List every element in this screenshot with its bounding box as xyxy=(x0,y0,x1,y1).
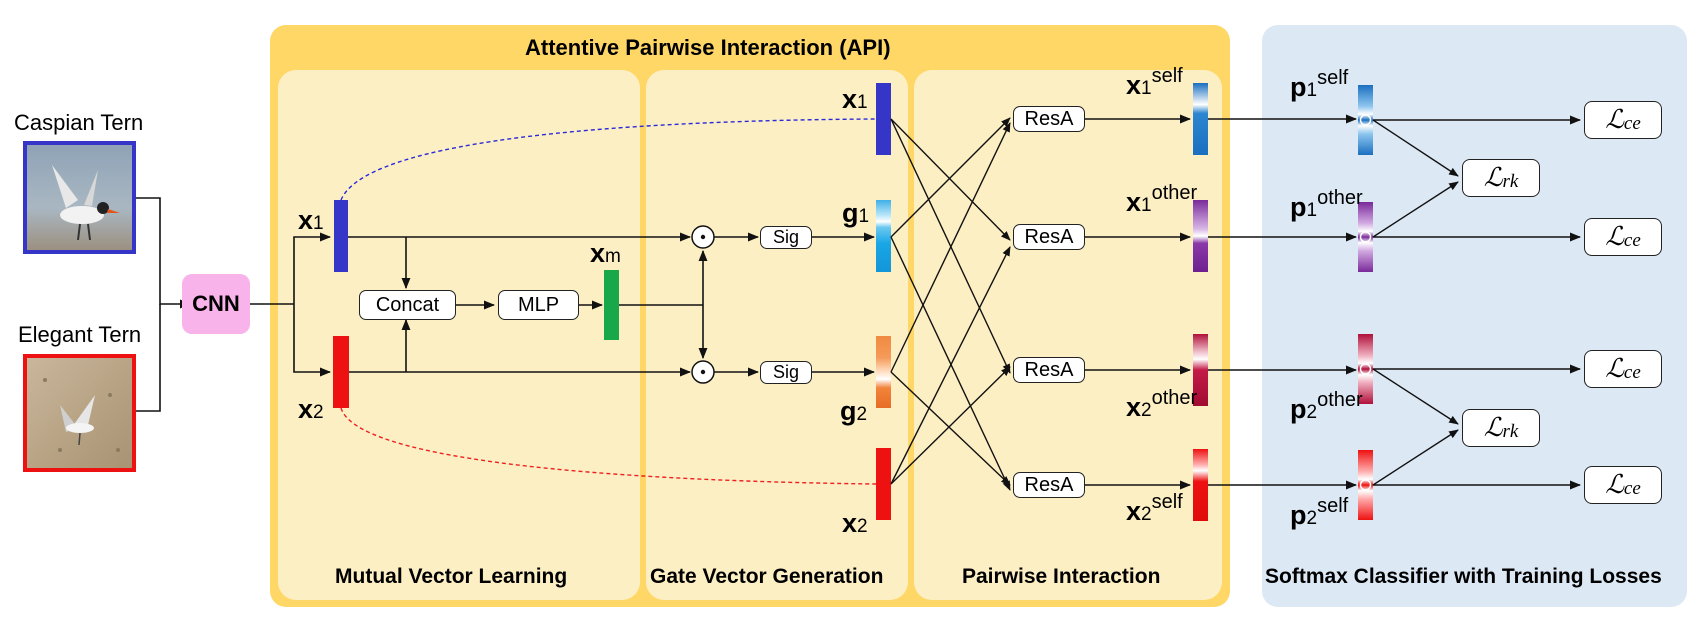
label-p2-self: p2self xyxy=(1290,494,1349,530)
label-x2-other: x2other xyxy=(1126,386,1198,422)
mutual-panel-bg xyxy=(278,70,640,600)
sig-box-bottom: Sig xyxy=(760,361,812,384)
bar-g2 xyxy=(876,336,891,408)
sig-box-top: Sig xyxy=(760,226,812,249)
label-x1: x1 xyxy=(298,205,324,235)
label-x1-gate: x1 xyxy=(842,84,868,114)
bar-p2-other xyxy=(1358,334,1373,404)
label-g2: g2 xyxy=(840,396,868,426)
bar-p1-other xyxy=(1358,202,1373,272)
bar-p2-self xyxy=(1358,450,1373,520)
bar-x2 xyxy=(333,336,349,408)
cnn-block: CNN xyxy=(182,274,250,334)
label-g1: g1 xyxy=(842,198,870,228)
gate-vector-generation-title: Gate Vector Generation xyxy=(650,565,884,588)
gate-panel-bg xyxy=(646,70,908,600)
caspian-tern-image xyxy=(23,141,136,254)
bar-x1-other xyxy=(1193,200,1208,272)
label-p1-other: p1other xyxy=(1290,186,1363,222)
label-x2-self: x2self xyxy=(1126,490,1183,526)
resa-box-3: ResA xyxy=(1013,357,1085,383)
caspian-tern-label: Caspian Tern xyxy=(14,110,144,135)
resa-box-4: ResA xyxy=(1013,472,1085,498)
dashed-x2-link xyxy=(340,407,877,485)
label-x1-other: x1other xyxy=(1126,181,1198,217)
api-title: Attentive Pairwise Interaction (API) xyxy=(525,35,891,60)
elegant-tern-label: Elegant Tern xyxy=(18,322,142,347)
elegant-tern-image xyxy=(23,354,136,472)
bar-g1 xyxy=(876,200,891,272)
bar-x2-gate xyxy=(876,448,891,520)
bar-x1 xyxy=(334,200,348,272)
mutual-vector-learning-title: Mutual Vector Learning xyxy=(335,565,568,588)
bar-x1-self xyxy=(1193,83,1208,155)
resa-box-1: ResA xyxy=(1013,106,1085,132)
dashed-x1-link xyxy=(340,118,877,201)
label-p2-other: p2other xyxy=(1290,388,1363,424)
label-xm: xm xyxy=(590,238,621,268)
label-x2: x2 xyxy=(298,394,324,424)
label-p1-self: p1self xyxy=(1290,66,1349,102)
bar-x2-other xyxy=(1193,334,1208,406)
mlp-box: MLP xyxy=(498,290,579,320)
softmax-classifier-title: Softmax Classifier with Training Losses xyxy=(1265,565,1662,588)
label-x1-self: x1self xyxy=(1126,64,1183,100)
bar-x2-self xyxy=(1193,449,1208,521)
bar-p1-self xyxy=(1358,85,1373,155)
label-x2-gate: x2 xyxy=(842,508,868,538)
concat-box: Concat xyxy=(359,290,456,320)
bar-xm xyxy=(604,270,619,340)
pairwise-interaction-title: Pairwise Interaction xyxy=(962,565,1161,588)
resa-box-2: ResA xyxy=(1013,224,1085,250)
bar-x1-gate xyxy=(876,83,891,155)
